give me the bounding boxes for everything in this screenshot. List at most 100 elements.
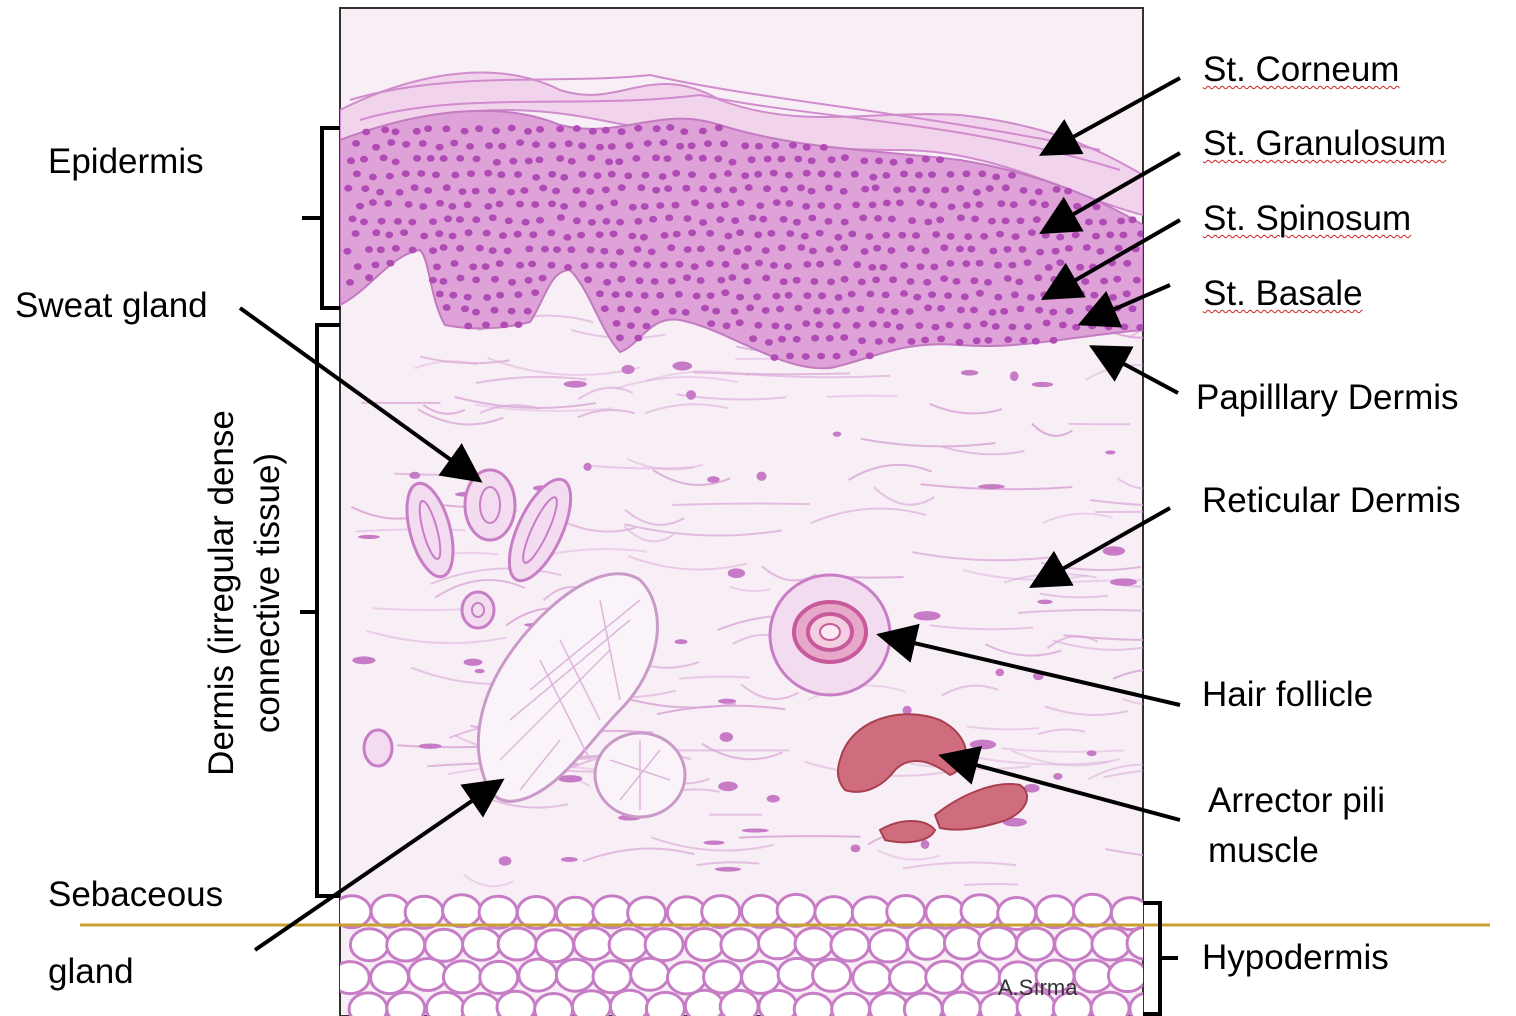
keratinocyte-nucleus <box>797 184 805 191</box>
keratinocyte-nucleus <box>581 262 589 269</box>
adipocyte <box>831 929 869 961</box>
keratinocyte-nucleus <box>856 306 864 313</box>
keratinocyte-nucleus <box>900 290 908 297</box>
keratinocyte-nucleus <box>684 246 692 253</box>
keratinocyte-nucleus <box>449 292 457 299</box>
keratinocyte-nucleus <box>922 187 930 194</box>
keratinocyte-nucleus <box>891 308 899 315</box>
epidermis-bracket <box>302 128 340 308</box>
adipocyte <box>869 930 907 962</box>
keratinocyte-nucleus <box>861 248 869 255</box>
keratinocyte-nucleus <box>818 292 826 299</box>
adipocyte <box>331 962 369 994</box>
adipocyte <box>926 961 964 993</box>
keratinocyte-nucleus <box>721 201 729 208</box>
keratinocyte-nucleus <box>963 202 971 209</box>
label-papillary-dermis: Papilllary Dermis <box>1196 380 1459 415</box>
keratinocyte-nucleus <box>810 278 818 285</box>
keratinocyte-nucleus <box>1020 337 1028 344</box>
keratinocyte-nucleus <box>432 172 440 179</box>
keratinocyte-nucleus <box>625 291 633 298</box>
keratinocyte-nucleus <box>525 277 533 284</box>
label-hypodermis: Hypodermis <box>1202 940 1389 975</box>
keratinocyte-nucleus <box>815 321 823 328</box>
keratinocyte-nucleus <box>688 171 696 178</box>
keratinocyte-nucleus <box>980 320 988 327</box>
keratinocyte-nucleus <box>456 245 464 252</box>
adipocyte <box>462 993 500 1016</box>
keratinocyte-nucleus <box>673 231 681 238</box>
keratinocyte-nucleus <box>741 263 749 270</box>
keratinocyte-nucleus <box>660 139 668 146</box>
keratinocyte-nucleus <box>888 337 896 344</box>
keratinocyte-nucleus <box>784 263 792 270</box>
adipocyte <box>904 993 942 1016</box>
keratinocyte-nucleus <box>723 322 731 329</box>
adipocyte <box>609 929 647 961</box>
label-hair-follicle: Hair follicle <box>1202 677 1373 712</box>
keratinocyte-nucleus <box>869 174 877 181</box>
keratinocyte-nucleus <box>699 186 707 193</box>
keratinocyte-nucleus <box>439 278 447 285</box>
keratinocyte-nucleus <box>996 231 1004 238</box>
keratinocyte-nucleus <box>615 158 623 165</box>
adipocyte <box>907 927 945 959</box>
keratinocyte-nucleus <box>688 142 696 149</box>
fibroblast-nucleus <box>1087 750 1097 756</box>
fibroblast-nucleus <box>621 365 634 374</box>
keratinocyte-nucleus <box>492 127 500 134</box>
keratinocyte-nucleus <box>833 353 841 360</box>
keratinocyte-nucleus <box>664 185 672 192</box>
keratinocyte-nucleus <box>372 262 380 269</box>
keratinocyte-nucleus <box>499 232 507 239</box>
keratinocyte-nucleus <box>440 155 448 162</box>
keratinocyte-nucleus <box>1119 232 1127 239</box>
keratinocyte-nucleus <box>632 155 640 162</box>
keratinocyte-nucleus <box>1083 244 1091 251</box>
adipocyte <box>795 928 833 960</box>
fibroblast-nucleus <box>1110 578 1137 585</box>
keratinocyte-nucleus <box>712 308 720 315</box>
keratinocyte-nucleus <box>579 201 587 208</box>
keratinocyte-nucleus <box>778 336 786 343</box>
keratinocyte-nucleus <box>1065 245 1073 252</box>
keratinocyte-nucleus <box>352 140 360 147</box>
keratinocyte-nucleus <box>1041 201 1049 208</box>
keratinocyte-nucleus <box>634 218 642 225</box>
keratinocyte-nucleus <box>1090 292 1098 299</box>
keratinocyte-nucleus <box>848 291 856 298</box>
keratinocyte-nucleus <box>641 292 649 299</box>
keratinocyte-nucleus <box>932 324 940 331</box>
keratinocyte-nucleus <box>596 290 604 297</box>
adipocyte <box>535 994 573 1016</box>
keratinocyte-nucleus <box>514 321 522 328</box>
keratinocyte-nucleus <box>1059 204 1067 211</box>
keratinocyte-nucleus <box>616 249 624 256</box>
keratinocyte-nucleus <box>803 170 811 177</box>
keratinocyte-nucleus <box>360 156 368 163</box>
keratinocyte-nucleus <box>803 292 811 299</box>
keratinocyte-nucleus <box>1020 187 1028 194</box>
keratinocyte-nucleus <box>1024 259 1032 266</box>
keratinocyte-nucleus <box>564 264 572 271</box>
adipocyte <box>426 992 464 1016</box>
keratinocyte-nucleus <box>731 217 739 224</box>
keratinocyte-nucleus <box>882 232 890 239</box>
keratinocyte-nucleus <box>986 185 994 192</box>
keratinocyte-nucleus <box>915 172 923 179</box>
keratinocyte-nucleus <box>680 128 688 135</box>
keratinocyte-nucleus <box>709 173 717 180</box>
keratinocyte-nucleus <box>928 291 936 298</box>
keratinocyte-nucleus <box>500 322 508 329</box>
keratinocyte-nucleus <box>941 187 949 194</box>
keratinocyte-nucleus <box>924 219 932 226</box>
label-arrector-line1: Arrector pili <box>1208 783 1385 818</box>
keratinocyte-nucleus <box>602 218 610 225</box>
keratinocyte-nucleus <box>733 248 741 255</box>
keratinocyte-nucleus <box>1129 216 1137 223</box>
keratinocyte-nucleus <box>834 234 842 241</box>
keratinocyte-nucleus <box>872 184 880 191</box>
keratinocyte-nucleus <box>464 294 472 301</box>
adipocyte <box>443 961 481 993</box>
adipocyte <box>742 961 780 993</box>
